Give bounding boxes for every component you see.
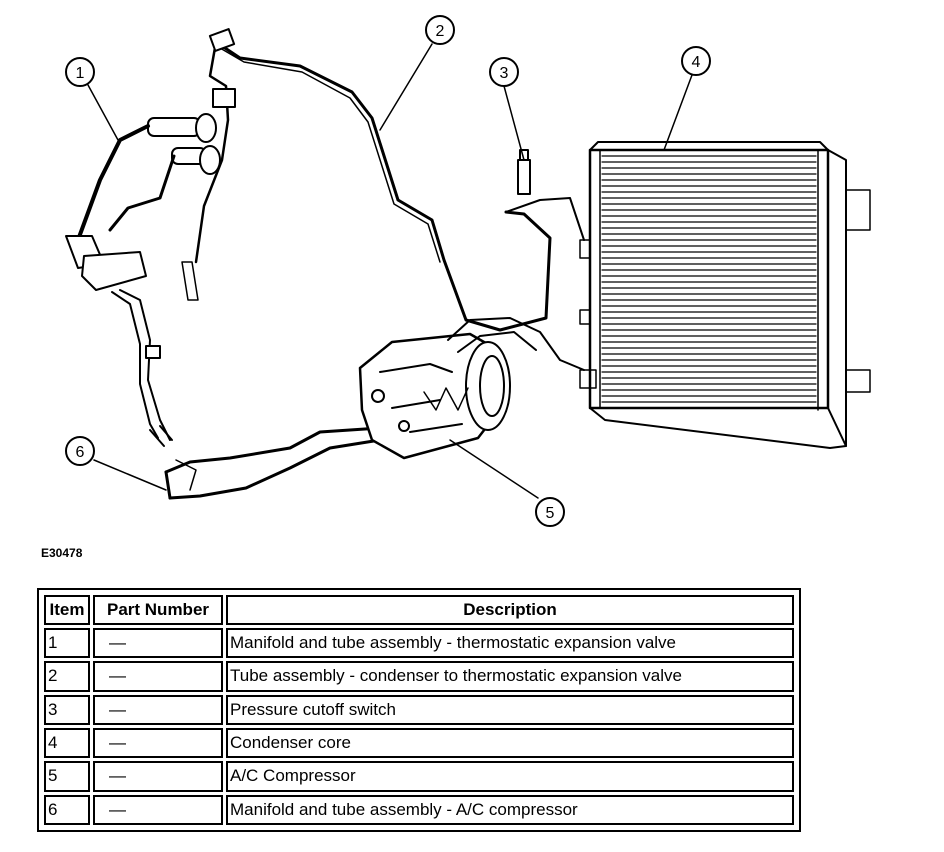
header-part-number: Part Number xyxy=(93,595,223,625)
row-item: 4 xyxy=(44,727,90,759)
parts-table-grid: Item Part Number Description 1 — Manifol… xyxy=(41,592,797,828)
manifold-tube-txv xyxy=(65,113,221,441)
table-row: 3 — Pressure cutoff switch xyxy=(44,694,794,725)
row-part-number: — xyxy=(93,628,223,659)
ac-system-diagram: 1 2 3 4 5 6 xyxy=(65,15,871,527)
tube-condenser-to-txv xyxy=(181,28,552,332)
callout-2-label: 2 xyxy=(436,23,445,40)
table-row: 2 — Tube assembly - condenser to thermos… xyxy=(44,661,794,692)
row-part-number: — xyxy=(93,794,223,825)
header-item: Item xyxy=(44,595,90,625)
figure-code: E30478 xyxy=(41,546,83,560)
row-description: Manifold and tube assembly - A/C compres… xyxy=(226,794,794,825)
row-item: 1 xyxy=(44,628,90,659)
callout-1-label: 1 xyxy=(76,65,85,82)
row-part-number: — xyxy=(93,727,223,759)
row-item: 2 xyxy=(44,661,90,692)
row-description: Pressure cutoff switch xyxy=(226,694,794,725)
callout-4-label: 4 xyxy=(692,54,701,71)
callout-5-label: 5 xyxy=(546,505,555,522)
table-row: 5 — A/C Compressor xyxy=(44,761,794,792)
row-part-number: — xyxy=(93,761,223,792)
table-row: 1 — Manifold and tube assembly - thermos… xyxy=(44,628,794,659)
parts-table: Item Part Number Description 1 — Manifol… xyxy=(37,588,801,832)
row-description: Tube assembly - condenser to thermostati… xyxy=(226,661,794,692)
callout-5: 5 xyxy=(535,497,565,527)
callout-2: 2 xyxy=(425,15,455,45)
row-part-number: — xyxy=(93,694,223,725)
condenser-core xyxy=(579,141,871,449)
row-description: Manifold and tube assembly - thermostati… xyxy=(226,628,794,659)
header-description: Description xyxy=(226,595,794,625)
row-part-number: — xyxy=(93,661,223,692)
row-description: A/C Compressor xyxy=(226,761,794,792)
ac-compressor xyxy=(358,317,585,460)
pressure-cutoff-switch xyxy=(505,149,585,241)
row-item: 5 xyxy=(44,761,90,792)
row-item: 6 xyxy=(44,794,90,825)
callout-4: 4 xyxy=(681,46,711,76)
table-row: 6 — Manifold and tube assembly - A/C com… xyxy=(44,794,794,825)
table-row: 4 — Condenser core xyxy=(44,727,794,759)
manifold-tube-compressor xyxy=(149,425,382,500)
row-description: Condenser core xyxy=(226,727,794,759)
callout-6-label: 6 xyxy=(76,444,85,461)
callout-3-label: 3 xyxy=(500,65,509,82)
callout-1: 1 xyxy=(65,57,95,87)
table-header-row: Item Part Number Description xyxy=(44,595,794,625)
row-item: 3 xyxy=(44,694,90,725)
callout-6: 6 xyxy=(65,436,95,466)
callout-3: 3 xyxy=(489,57,519,87)
